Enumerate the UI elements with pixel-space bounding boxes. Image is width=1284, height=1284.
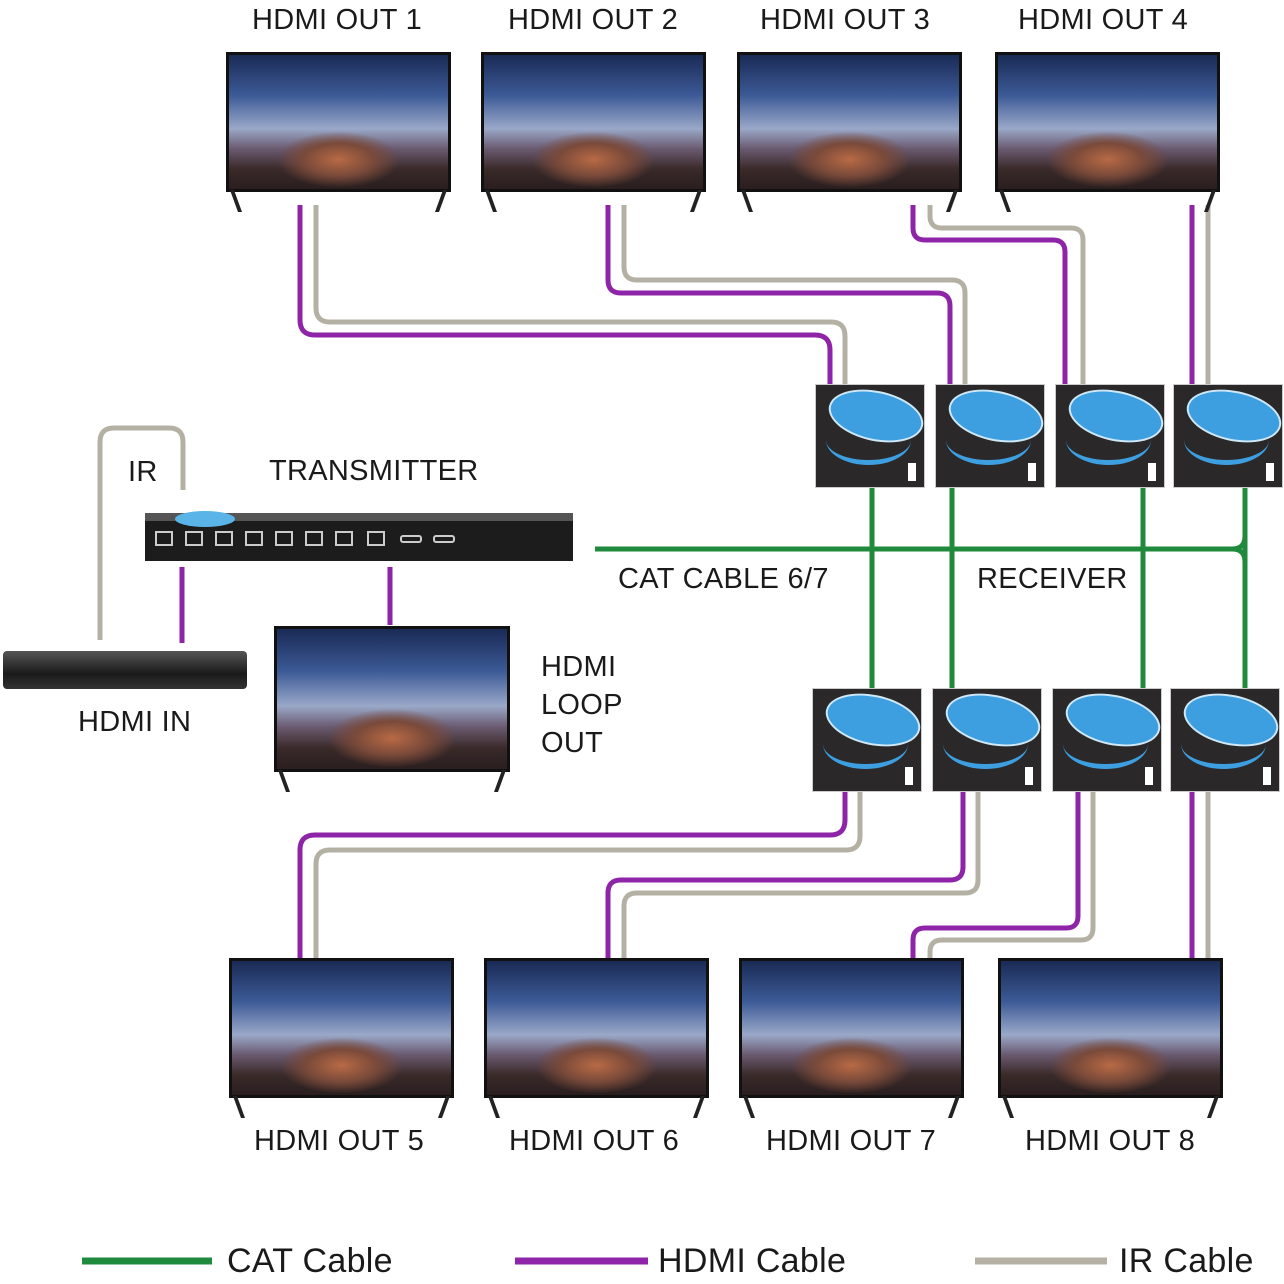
label-cat-cable: CAT CABLE 6/7 xyxy=(618,563,829,595)
transmitter xyxy=(145,511,573,561)
legend-ir: IR Cable xyxy=(1119,1242,1254,1280)
cat-cable-branch xyxy=(1231,546,1248,563)
legend-hdmi: HDMI Cable xyxy=(658,1242,847,1280)
hdmi-cable-out6 xyxy=(605,792,966,958)
ir-cable-out5 xyxy=(313,792,863,958)
label-out2: HDMI OUT 2 xyxy=(508,4,679,36)
receiver-1 xyxy=(815,384,925,488)
label-out3: HDMI OUT 3 xyxy=(760,4,931,36)
tv-out7 xyxy=(739,958,964,1118)
receiver-5 xyxy=(812,688,922,792)
hdmi-cable-out3 xyxy=(910,205,1068,384)
ir-cable-in xyxy=(97,425,186,640)
ir-cable-out6 xyxy=(621,792,981,958)
ir-cable-out1 xyxy=(313,205,848,384)
receiver-6 xyxy=(932,688,1042,792)
label-loop-2: LOOP xyxy=(541,689,623,721)
tv-out4 xyxy=(995,52,1220,212)
receiver-2 xyxy=(935,384,1045,488)
cat-cable-trunk xyxy=(595,535,1248,552)
tv-out6 xyxy=(484,958,709,1118)
label-out4: HDMI OUT 4 xyxy=(1018,4,1189,36)
label-hdmi-in: HDMI IN xyxy=(78,706,192,738)
hdmi-cable-out5 xyxy=(297,792,848,958)
label-out1: HDMI OUT 1 xyxy=(252,4,423,36)
label-out8: HDMI OUT 8 xyxy=(1025,1125,1196,1157)
ir-cable-out3 xyxy=(927,205,1086,384)
tv-out2 xyxy=(481,52,706,212)
receiver-7 xyxy=(1052,688,1162,792)
label-out7: HDMI OUT 7 xyxy=(766,1125,937,1157)
tv-out1 xyxy=(226,52,451,212)
label-transmitter: TRANSMITTER xyxy=(269,455,479,487)
dvd-player-source xyxy=(3,651,247,689)
label-loop-3: OUT xyxy=(541,727,604,759)
tv-out3 xyxy=(737,52,962,212)
label-out6: HDMI OUT 6 xyxy=(509,1125,680,1157)
ir-cable-out7 xyxy=(927,792,1096,958)
hdmi-cable-out7 xyxy=(910,792,1081,958)
tv-out5 xyxy=(229,958,454,1118)
label-out5: HDMI OUT 5 xyxy=(254,1125,425,1157)
label-receiver: RECEIVER xyxy=(977,563,1128,595)
label-ir: IR xyxy=(128,456,158,488)
label-loop-1: HDMI xyxy=(541,651,617,683)
hdmi-cable-out1 xyxy=(297,205,833,384)
hdmi-cable-out2 xyxy=(605,205,953,384)
receiver-8 xyxy=(1170,688,1280,792)
receiver-3 xyxy=(1055,384,1165,488)
receiver-4 xyxy=(1173,384,1283,488)
tv-out8 xyxy=(998,958,1223,1118)
ir-cable-out2 xyxy=(621,205,968,384)
tv-loop-out xyxy=(274,626,510,794)
legend-cat: CAT Cable xyxy=(227,1242,393,1280)
